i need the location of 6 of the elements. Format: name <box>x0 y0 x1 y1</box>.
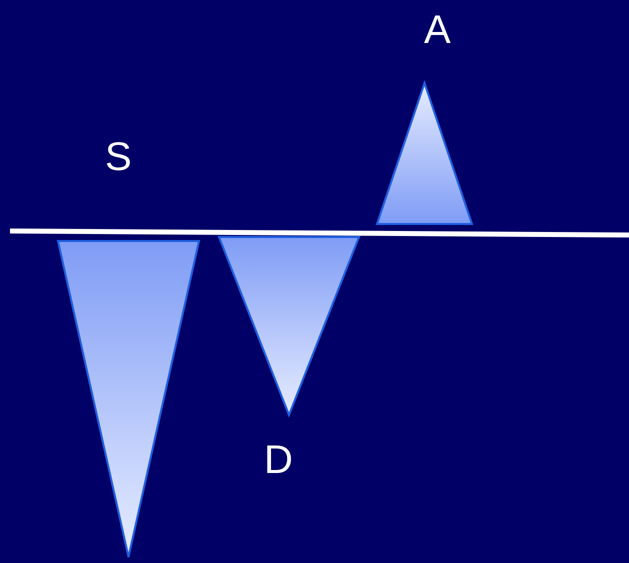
shape-label: S <box>105 137 132 177</box>
triangle-shape <box>218 236 360 416</box>
shape-label: D <box>264 440 293 480</box>
triangle-shape <box>57 240 200 558</box>
triangle-shape <box>376 82 473 225</box>
shape-label: A <box>424 10 451 50</box>
